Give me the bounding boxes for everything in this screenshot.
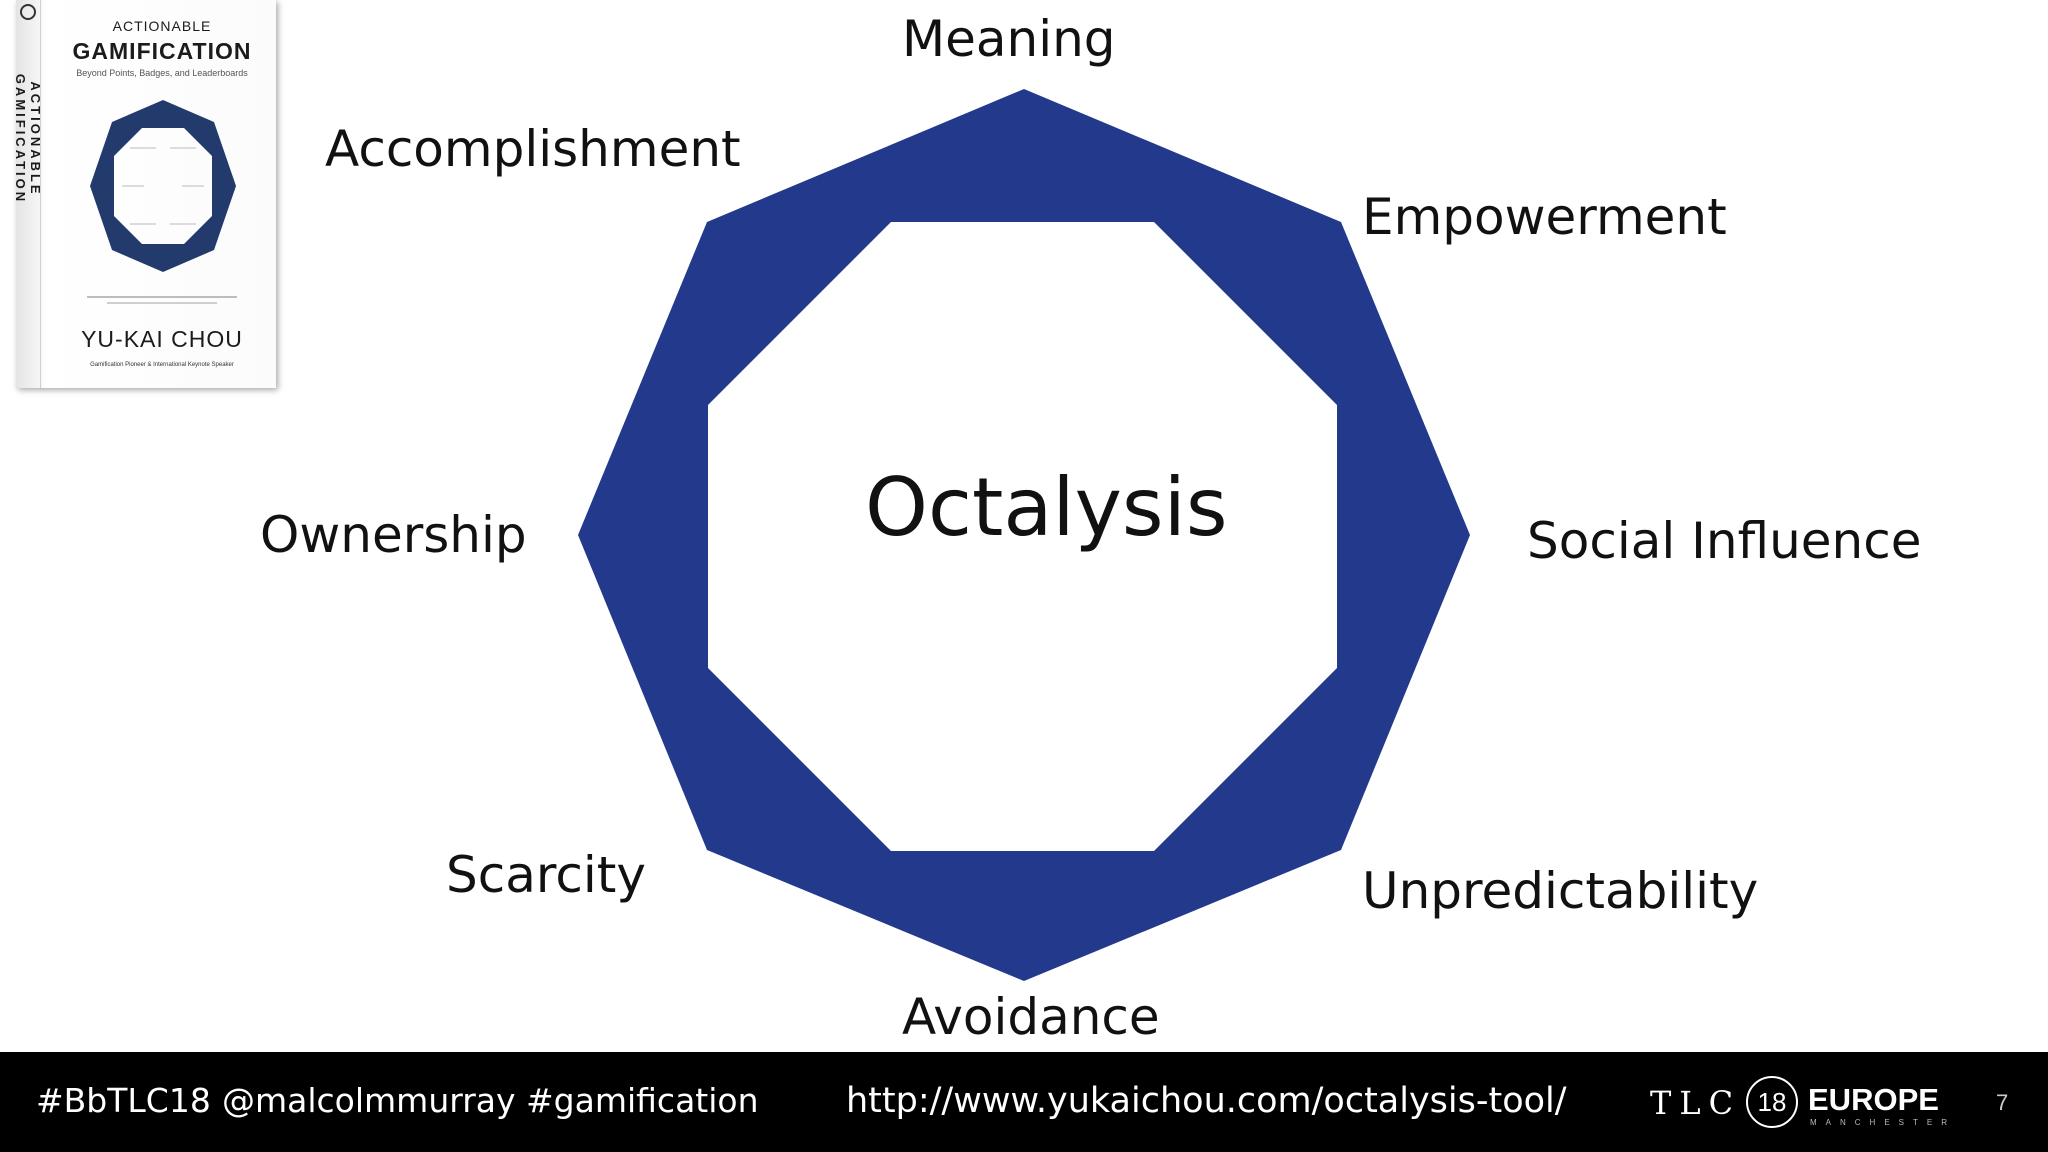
book-series: ACTIONABLE [112,18,212,34]
drive-label-scarcity: Scarcity [446,846,646,904]
book-spine-text: ACTIONABLE GAMIFICATION [16,73,43,205]
book-subtitle: Beyond Points, Badges, and Leaderboards [76,68,248,78]
ring-icon [20,4,36,20]
drive-label-empowerment: Empowerment [1362,188,1727,246]
drive-label-meaning: Meaning [902,10,1116,68]
footer-hashtag-topic: #gamification [526,1081,759,1120]
slide: Octalysis Meaning Empowerment Social Inf… [16,0,1922,1046]
tlc-logo-region: EUROPE [1808,1082,1939,1117]
book-quote [60,296,264,304]
footer-twitter-handle: @malcolmmurray [222,1081,516,1120]
book-author-tagline: Gamification Pioneer & International Key… [90,362,234,368]
tlc-logo-text: TLC [1650,1084,1742,1122]
footer-hashtag-event: #BbTLC18 [36,1081,211,1120]
octagon-ring [578,89,1470,981]
book-author: YU-KAI CHOU [81,326,243,352]
footer-url-link[interactable]: http://www.yukaichou.com/octalysis-tool/ [846,1081,1567,1121]
drive-label-accomplishment: Accomplishment [325,120,741,178]
book-title: GAMIFICATION [72,38,252,64]
book-cover-image: ACTIONABLE GAMIFICATION ACTIONABLE GAMIF… [16,0,276,388]
tlc-europe-logo: TLC 18 EUROPE MANCHESTER [1650,1076,1950,1132]
octalysis-diagram [578,89,1470,981]
book-octagon-icon [90,100,236,272]
tlc-logo-number: 18 [1746,1076,1798,1128]
tlc-logo-city: MANCHESTER [1810,1118,1957,1127]
drive-label-unpredictability: Unpredictability [1362,862,1759,920]
drive-label-avoidance: Avoidance [902,988,1160,1046]
footer-bar: #BbTLC18 @malcolmmurray #gamification ht… [0,1052,2048,1152]
drive-label-social-influence: Social Influence [1527,512,1922,570]
book-spine: ACTIONABLE GAMIFICATION [16,0,43,388]
slide-number: 7 [1996,1090,2009,1115]
octalysis-center-label: Octalysis [865,461,1228,554]
drive-label-ownership: Ownership [260,506,527,564]
